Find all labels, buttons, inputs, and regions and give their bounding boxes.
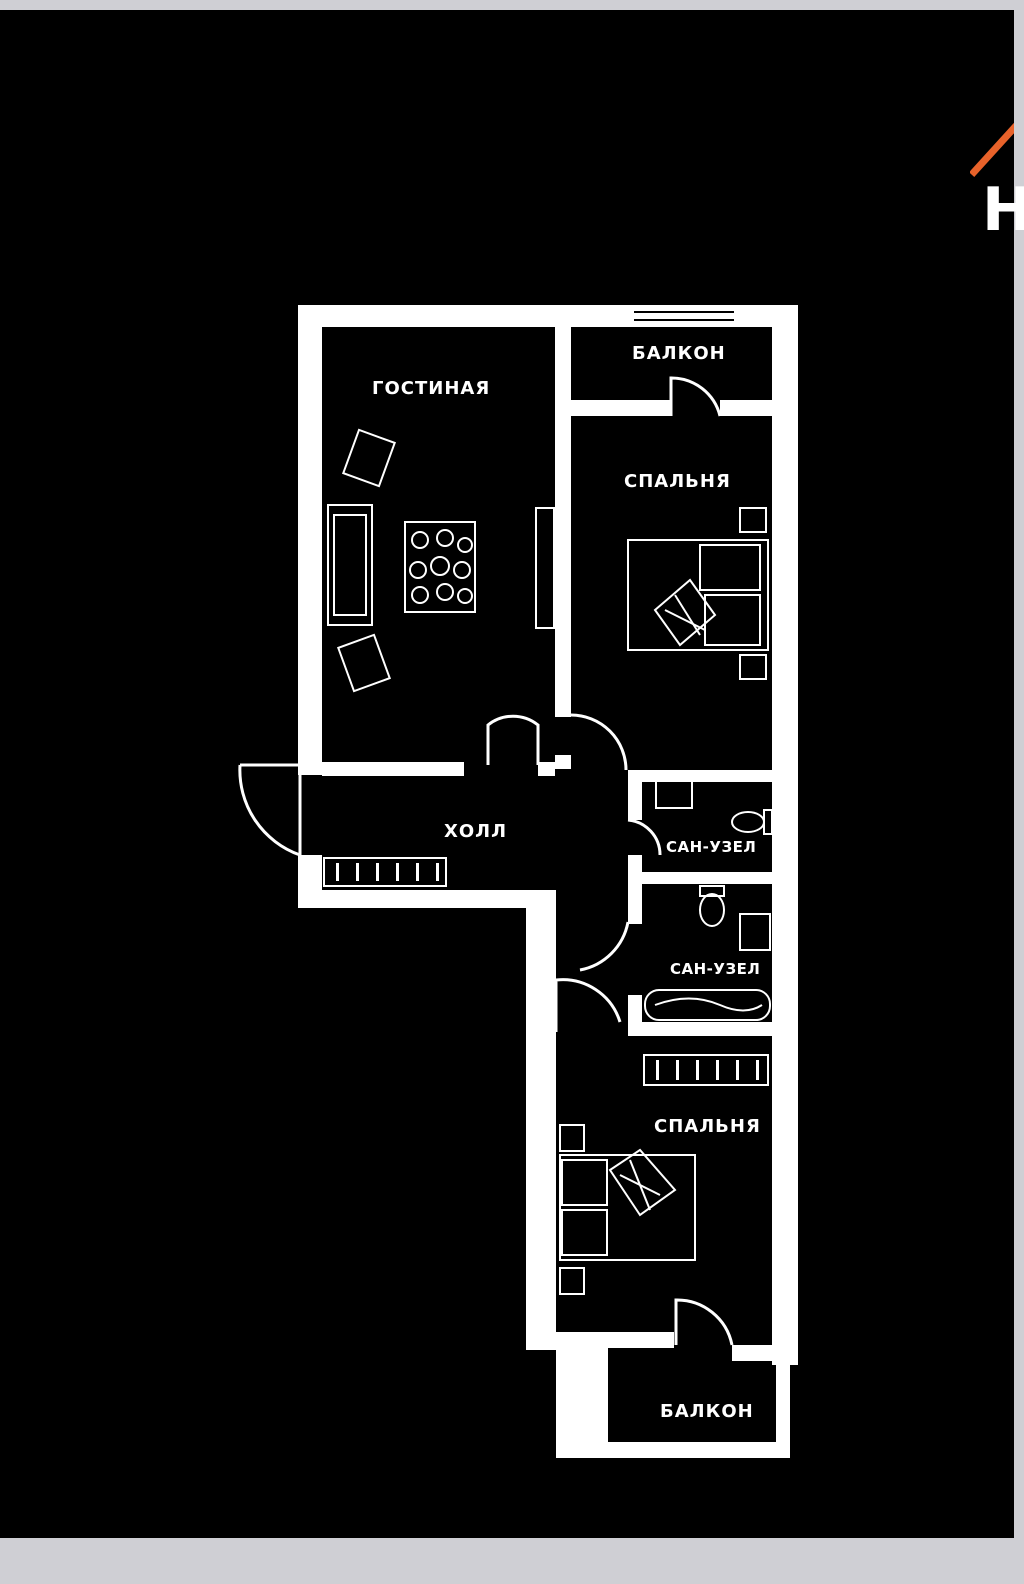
living-furniture <box>327 428 555 693</box>
room-label-bedroom-1: СПАЛЬНЯ <box>624 471 731 492</box>
balcony-window <box>634 311 734 321</box>
room-label-bathroom-1: САН-УЗЕЛ <box>666 838 757 856</box>
floor-plan <box>238 305 798 1458</box>
room-label-living: ГОСТИНАЯ <box>372 378 491 399</box>
bathroom-2-fixtures <box>644 885 771 1021</box>
bedroom-2-furniture <box>559 1124 696 1295</box>
bathroom-1-fixtures <box>655 779 773 835</box>
room-label-bedroom-2: СПАЛЬНЯ <box>654 1116 761 1137</box>
logo-accent-slash <box>970 123 1014 177</box>
room-label-balcony-top: БАЛКОН <box>632 343 726 364</box>
walls <box>298 305 798 1458</box>
room-label-bathroom-2: САН-УЗЕЛ <box>670 960 761 978</box>
door-swings <box>238 376 734 1346</box>
room-label-balcony-bottom: БАЛКОН <box>660 1401 754 1422</box>
wardrobe-hangers <box>336 863 759 1080</box>
wardrobes <box>323 857 769 1086</box>
plan-canvas: ГОСТИНАЯ БАЛКОН СПАЛЬНЯ ХОЛЛ САН-УЗЕЛ СА… <box>0 10 1024 1538</box>
room-label-hall: ХОЛЛ <box>444 821 508 842</box>
logo-letter: Н <box>982 175 1024 245</box>
bedroom-1-furniture <box>627 507 769 680</box>
